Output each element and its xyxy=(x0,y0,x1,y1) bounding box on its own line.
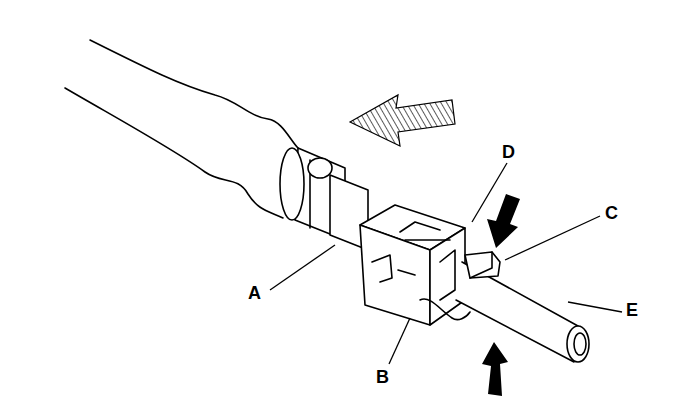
squeeze-arrow xyxy=(487,194,520,248)
leader-line xyxy=(568,302,622,312)
hose-edge xyxy=(90,40,298,148)
release-tab xyxy=(470,252,492,278)
fitting xyxy=(280,148,304,220)
tube-end xyxy=(567,326,589,362)
release-tab xyxy=(465,252,500,278)
leader-line xyxy=(505,216,600,260)
leader-line xyxy=(472,163,507,222)
fitting-bump xyxy=(308,158,332,178)
leader-line xyxy=(389,318,410,364)
clip-detail xyxy=(372,222,455,300)
callout-letter: B xyxy=(375,368,390,386)
squeeze-arrow xyxy=(482,342,508,396)
hose-edge xyxy=(65,88,283,218)
callout-letter: C xyxy=(604,204,619,222)
tube-end xyxy=(574,333,586,355)
callout-letter: A xyxy=(247,284,262,302)
callout-letter: E xyxy=(625,301,639,319)
direction-arrow xyxy=(350,95,455,146)
leader-line xyxy=(270,245,335,290)
callout-letter: D xyxy=(501,143,516,161)
